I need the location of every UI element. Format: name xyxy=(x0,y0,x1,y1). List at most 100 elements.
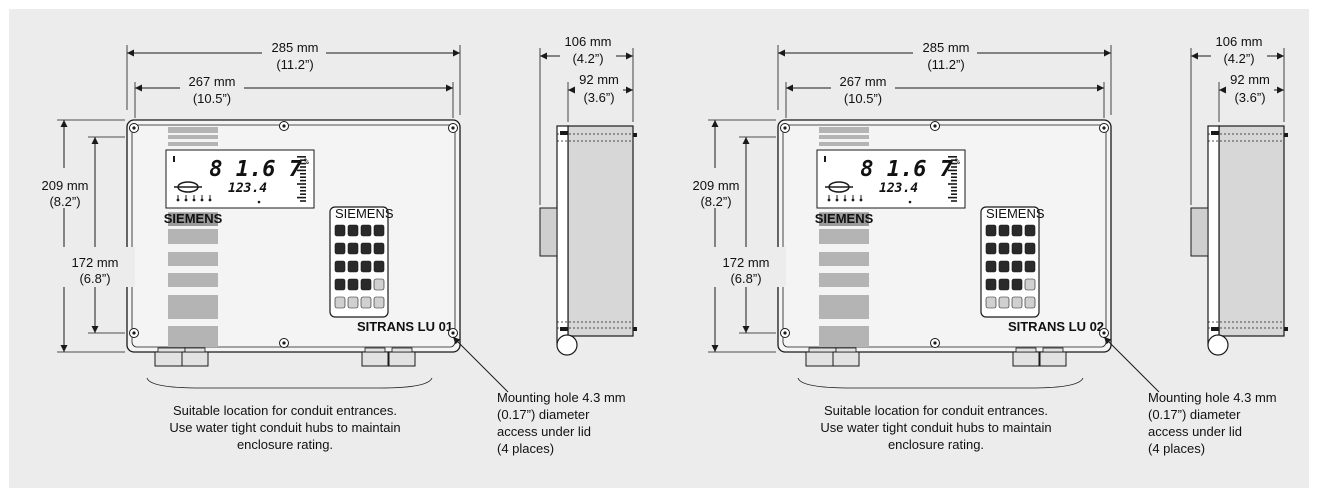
side-hinge-top xyxy=(633,133,637,137)
dim-92-inch-label: (3.6”) xyxy=(1234,90,1265,105)
dim-209-inch-label: (8.2”) xyxy=(49,194,80,209)
conduit-note-line: Use water tight conduit hubs to maintain xyxy=(820,420,1051,435)
conduit-hub xyxy=(832,351,860,367)
keypad-key xyxy=(998,260,1010,273)
lcd-relay-indicator xyxy=(859,198,863,202)
dim-172-inch-label: (6.8”) xyxy=(730,271,761,286)
mounting-note-line: (0.17”) diameter xyxy=(1148,407,1241,422)
dim-172-label: 172 mm xyxy=(723,255,770,270)
lcd-dot xyxy=(257,200,261,204)
side-conduit-hub xyxy=(1207,334,1229,356)
keypad-key xyxy=(1024,224,1036,237)
keypad-key xyxy=(347,296,359,309)
mounting-note-line: (4 places) xyxy=(497,441,554,456)
lcd-main-readout: 8 1.6 7 xyxy=(860,157,953,182)
dim-285-label: 285 mm xyxy=(272,40,319,55)
model-label: SITRANS LU 02 xyxy=(1008,319,1104,334)
lid-stripe xyxy=(168,229,218,244)
screw-bottom-left-center xyxy=(132,331,136,335)
dim-209-inch-label: (8.2”) xyxy=(700,194,731,209)
conduit-note-line: Suitable location for conduit entrances. xyxy=(173,403,397,418)
lcd-relay-indicator xyxy=(843,198,847,202)
keypad-key xyxy=(985,242,997,255)
screw-bottom-right-center xyxy=(1102,331,1106,335)
lcd-sub-readout: 123.4 xyxy=(228,181,267,196)
dim-285-inch-label: (11.2”) xyxy=(276,57,313,72)
side-conduit-hub xyxy=(556,334,578,356)
dim-106-gap xyxy=(1211,34,1267,70)
keypad-key xyxy=(360,224,372,237)
lid-stripe xyxy=(168,273,218,287)
dim-106-inch-label: (4.2”) xyxy=(1223,51,1254,66)
lcd-bargraph-segment xyxy=(300,193,306,195)
dim-106-label: 106 mm xyxy=(1216,34,1263,49)
keypad-key xyxy=(985,260,997,273)
brand-band xyxy=(168,213,218,226)
lid-stripe xyxy=(168,326,218,347)
screw-top-center-center xyxy=(933,124,937,128)
lid-stripe xyxy=(819,326,869,347)
keypad-key xyxy=(373,260,385,273)
side-hinge-bottom xyxy=(1284,327,1288,331)
enclosure-lid-edge xyxy=(782,124,1107,348)
screw-top-right-center xyxy=(451,126,455,130)
lcd-bargraph-segment xyxy=(951,193,957,195)
lid-stripe xyxy=(819,127,869,133)
lcd-bargraph-segment xyxy=(300,176,306,178)
keypad-key xyxy=(334,224,346,237)
keypad-key xyxy=(985,224,997,237)
dim-267-label: 267 mm xyxy=(840,74,887,89)
keypad-key xyxy=(347,278,359,291)
keypad-key xyxy=(360,278,372,291)
dim-267-gap xyxy=(831,74,895,106)
mounting-note-line: (0.17”) diameter xyxy=(497,407,590,422)
lcd-bargraph-segment xyxy=(951,179,957,182)
keypad-key xyxy=(360,260,372,273)
conduit-hub xyxy=(1039,351,1067,367)
conduit-hub-nut xyxy=(808,347,837,353)
keypad-key xyxy=(334,278,346,291)
lcd-bargraph-segment xyxy=(951,166,957,168)
lcd-dot xyxy=(908,200,912,204)
keypad-key xyxy=(373,242,385,255)
dim-92-inch-label: (3.6”) xyxy=(583,90,614,105)
mounting-note-line: access under lid xyxy=(1148,424,1242,439)
lcd-bargraph-segment xyxy=(297,183,306,185)
keypad-key xyxy=(998,296,1010,309)
enclosure-side-lid xyxy=(556,125,569,345)
mounting-hole-leader xyxy=(452,336,509,393)
dim-106-gap xyxy=(560,34,616,70)
dim-267-gap xyxy=(180,74,244,106)
conduit-note-line: Suitable location for conduit entrances. xyxy=(824,403,1048,418)
side-screw-top xyxy=(1211,131,1219,135)
lcd-bargraph-segment xyxy=(948,169,957,172)
conduit-note-line: Use water tight conduit hubs to maintain xyxy=(169,420,400,435)
keypad-key xyxy=(334,242,346,255)
lcd-bargraph-segment xyxy=(948,183,957,185)
screw-top-left-center xyxy=(132,126,136,130)
enclosure-side-body xyxy=(1218,125,1285,337)
lcd-bargraph-segment xyxy=(300,190,306,192)
lid-stripe xyxy=(819,252,869,266)
keypad-key xyxy=(334,296,346,309)
model-label: SITRANS LU 01 xyxy=(357,319,453,334)
keypad-key xyxy=(1011,242,1023,255)
side-screw-bottom xyxy=(560,327,568,331)
dim-267-inch-label: (10.5”) xyxy=(844,91,882,106)
screw-bottom-center-center xyxy=(933,341,937,345)
lcd-bargraph-segment xyxy=(951,173,957,175)
lcd-bargraph-segment xyxy=(951,162,957,165)
lcd-bargraph-segment xyxy=(300,186,306,189)
lcd-main-readout: 8 1.6 7 xyxy=(209,157,302,182)
lid-stripe xyxy=(168,252,218,266)
lcd-bargraph-segment xyxy=(951,176,957,178)
keypad-key xyxy=(334,260,346,273)
screw-top-left-center xyxy=(783,126,787,130)
lcd-bargraph-segment xyxy=(948,156,957,158)
keypad-key xyxy=(360,296,372,309)
lid-stripe xyxy=(819,142,869,146)
side-keypad-profile xyxy=(1190,207,1209,257)
side-screw-bottom xyxy=(1211,327,1219,331)
lcd-bargraph-segment xyxy=(300,166,306,168)
